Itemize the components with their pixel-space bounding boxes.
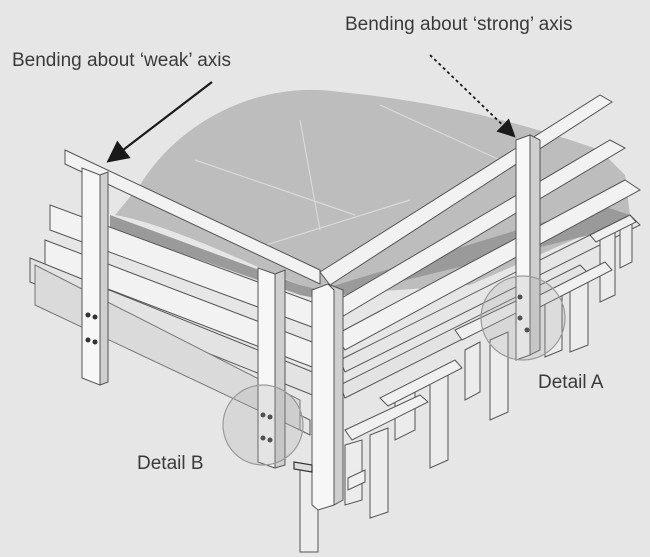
strong-axis-label: Bending about ‘strong’ axis [345,14,573,35]
foot-bracket [293,461,313,473]
detail-b-circle [222,384,304,466]
detail-a-circle [480,275,566,361]
left-soldier-weak [81,167,109,386]
weak-axis-arrow [106,81,213,163]
support-props [299,221,633,553]
middle-soldier [257,267,286,469]
detail-a-label: Detail A [538,372,604,393]
detail-b-label: Detail B [137,453,204,474]
strong-axis-arrow [429,54,516,138]
weak-axis-label: Bending about ‘weak’ axis [12,50,231,71]
right-soldier-strong [515,134,541,361]
corner-soldier [311,283,344,511]
